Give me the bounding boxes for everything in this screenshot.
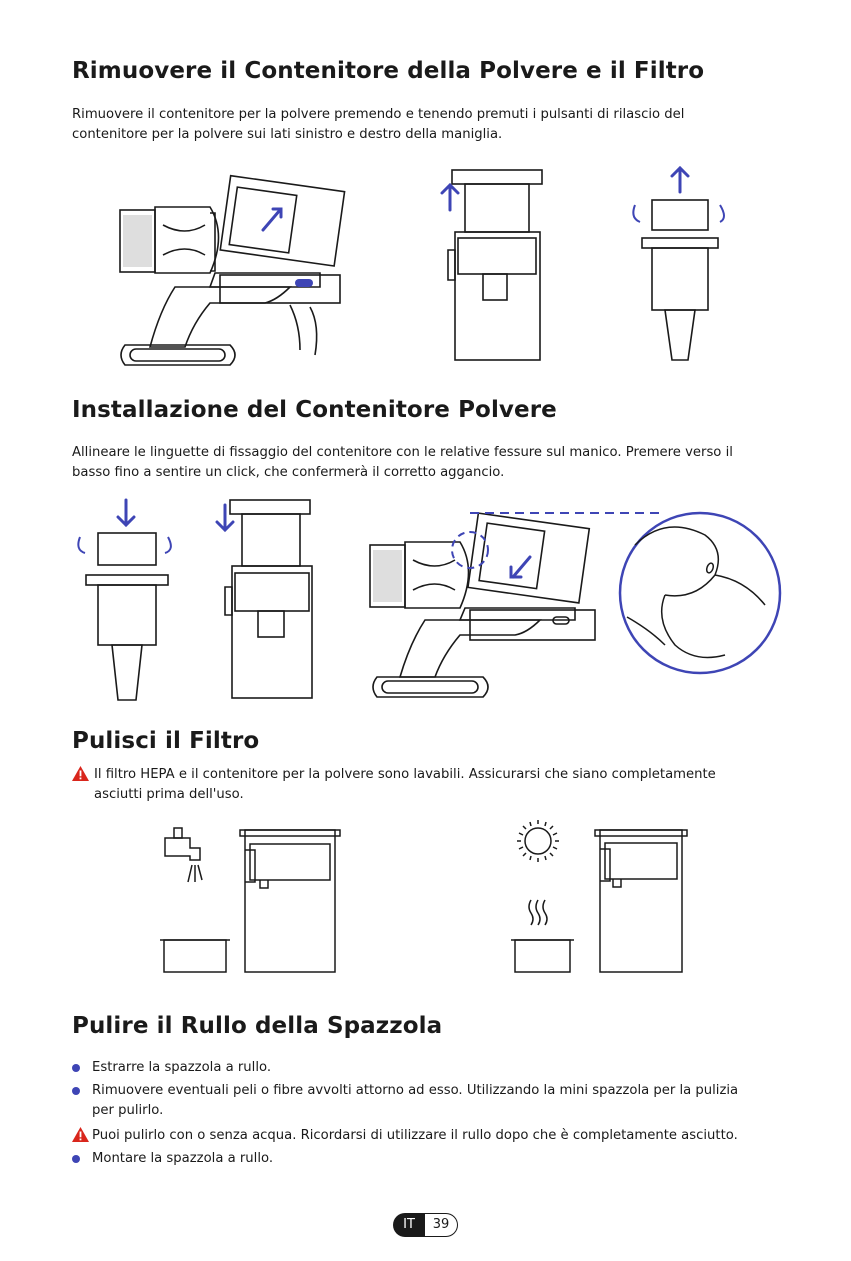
vacuum-install-illustration — [369, 511, 782, 698]
language-code: IT — [393, 1213, 425, 1237]
vacuum-remove-illustration — [119, 174, 346, 366]
filter-text-line1: Il filtro HEPA e il contenitore per la p… — [94, 767, 716, 782]
roller-bullet-2-text-line1: Rimuovere eventuali peli o fibre avvolti… — [92, 1083, 739, 1098]
roller-bullet-2-text-line2: per pulirlo. — [92, 1103, 164, 1118]
section-title-roller: Pulire il Rullo della Spazzola — [72, 1013, 443, 1039]
filter-warning: Il filtro HEPA e il contenitore per la p… — [72, 765, 802, 805]
bin-insert-illustration — [215, 499, 313, 699]
bin-lift-illustration — [440, 169, 543, 361]
roller-warning-text: Puoi pulirlo con o senza acqua. Ricordar… — [92, 1128, 738, 1143]
page-number: IT 39 — [393, 1213, 459, 1237]
bullet-dot — [72, 1087, 80, 1095]
roller-bullet-1-text: Estrarre la spazzola a rullo. — [92, 1060, 272, 1075]
roller-bullet-4-text: Montare la spazzola a rullo. — [92, 1151, 274, 1166]
bullet-dot — [72, 1155, 80, 1163]
filter-lift-illustration — [632, 165, 725, 361]
warning-icon — [72, 766, 89, 781]
install-text-line1: Allineare le linguette di fissaggio del … — [72, 445, 733, 460]
filter-insert-illustration — [77, 498, 172, 701]
section-title-remove: Rimuovere il Contenitore della Polvere e… — [72, 58, 705, 84]
warning-icon — [72, 1127, 89, 1142]
bullet-dot — [72, 1064, 80, 1072]
page-number-value: 39 — [425, 1213, 458, 1237]
install-text-line2: basso fino a sentire un click, che confe… — [72, 465, 505, 480]
remove-text-line1: Rimuovere il contenitore per la polvere … — [72, 107, 685, 122]
remove-text-line2: contenitore per la polvere sui lati sini… — [72, 127, 503, 142]
filter-text-line2: asciutti prima dell'uso. — [94, 787, 244, 802]
dry-filter-illustration — [511, 820, 688, 973]
section-title-filter: Pulisci il Filtro — [72, 728, 260, 754]
section-title-install: Installazione del Contenitore Polvere — [72, 397, 557, 423]
wash-filter-illustration — [160, 827, 341, 973]
